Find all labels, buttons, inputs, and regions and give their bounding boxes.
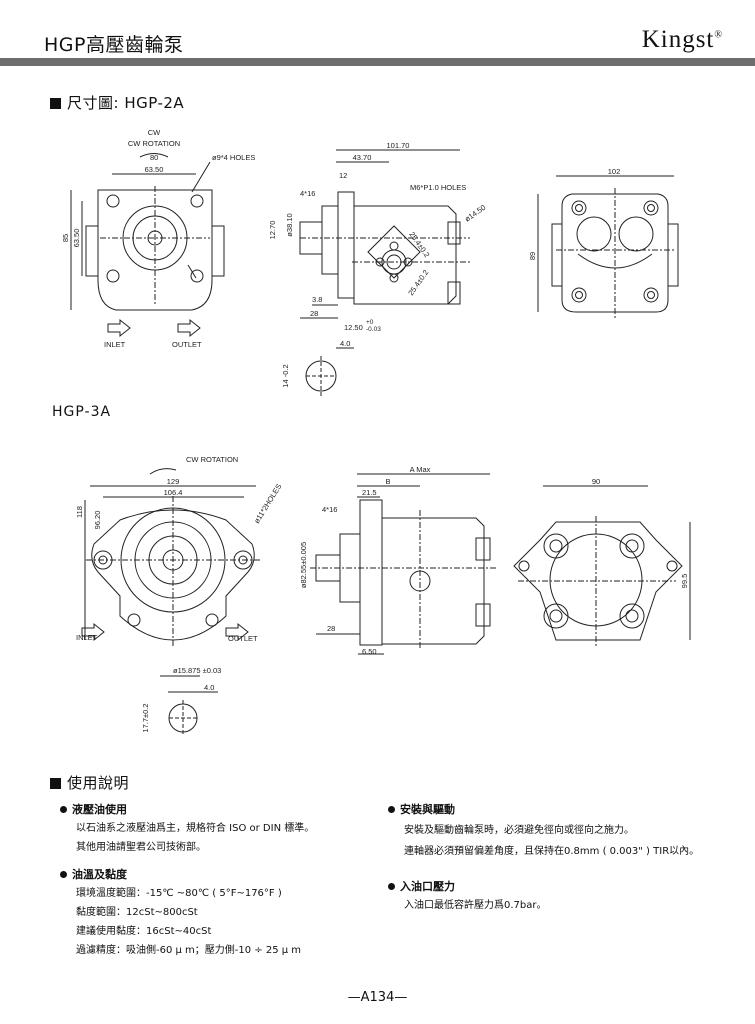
svg-text:M6*P1.0 HOLES: M6*P1.0 HOLES — [410, 183, 466, 192]
header-bar — [0, 58, 755, 66]
svg-text:ø9*4 HOLES: ø9*4 HOLES — [212, 153, 255, 162]
svg-text:17.7±0.2: 17.7±0.2 — [141, 703, 150, 732]
svg-text:129: 129 — [167, 477, 180, 486]
usage-block-installation: 安裝與驅動 安裝及驅動齒輪泵時，必須避免徑向或徑向之施力。 連軸器必須預留偏差角… — [388, 803, 743, 858]
svg-text:28: 28 — [310, 309, 318, 318]
svg-text:63.50: 63.50 — [72, 229, 81, 248]
svg-text:14 -0.2: 14 -0.2 — [281, 364, 290, 387]
svg-text:63.50: 63.50 — [145, 165, 164, 174]
hgp2a-rear-view: 102 89 — [528, 167, 679, 318]
svg-text:3.8: 3.8 — [312, 295, 322, 304]
hgp2a-rotation-label: CW ROTATION — [128, 139, 180, 148]
hgp3a-side-view: A Max B 21.5 4*16 ø82.55±0.005 28 6.50 — [299, 465, 496, 656]
svg-text:25.4±0.2: 25.4±0.2 — [406, 268, 430, 297]
svg-text:INLET: INLET — [104, 340, 126, 349]
usage-block-inlet-pressure: 入油口壓力 入油口最低容許壓力爲0.7bar。 — [388, 880, 743, 912]
svg-text:6.50: 6.50 — [362, 647, 377, 656]
svg-text:+0: +0 — [366, 319, 374, 326]
svg-text:28: 28 — [327, 624, 335, 633]
svg-text:85: 85 — [61, 234, 70, 242]
outlet-arrow-icon — [177, 318, 201, 338]
svg-text:96.20: 96.20 — [93, 511, 102, 530]
svg-text:ø11*2HOLES: ø11*2HOLES — [252, 482, 283, 525]
svg-text:25.4±0.2: 25.4±0.2 — [407, 230, 431, 259]
svg-text:INLET: INLET — [76, 633, 98, 642]
svg-text:4*16: 4*16 — [322, 505, 337, 514]
bullet-icon — [60, 871, 67, 879]
svg-text:99.5: 99.5 — [680, 574, 689, 589]
square-bullet-icon — [50, 98, 61, 109]
svg-text:80: 80 — [150, 153, 158, 162]
svg-text:90: 90 — [592, 477, 600, 486]
svg-text:101.70: 101.70 — [387, 141, 410, 150]
usage-block-temperature: 油溫及黏度 環境溫度範圍：-15℃ ~80℃ ( 5°F~176°F ) 黏度範… — [60, 868, 380, 957]
bullet-icon — [388, 883, 395, 891]
hgp3a-front-view: CW ROTATION 129 106.4 ø11*2HOLES 118 96.… — [75, 455, 283, 736]
svg-text:B: B — [385, 477, 390, 486]
usage-right-column: 安裝與驅動 安裝及驅動齒輪泵時，必須避免徑向或徑向之施力。 連軸器必須預留偏差角… — [388, 803, 743, 912]
svg-text:ø15.875 ±0.03: ø15.875 ±0.03 — [173, 666, 221, 675]
svg-text:4.0: 4.0 — [204, 683, 214, 692]
brand-logo: Kingst® — [641, 26, 723, 53]
svg-text:21.5: 21.5 — [362, 488, 377, 497]
bullet-icon — [60, 806, 67, 813]
page-number: —A134— — [347, 990, 408, 1005]
hgp2a-front-view: CW CW ROTATION 80 63.50 ø9*4 HOLES 85 63… — [61, 128, 255, 349]
hgp3a-rear-view: 90 99.5 — [513, 477, 691, 646]
bullet-icon — [388, 806, 395, 813]
svg-text:OUTLET: OUTLET — [228, 634, 258, 643]
svg-text:-0.03: -0.03 — [366, 326, 381, 333]
usage-block-oil: 液壓油使用 以石油系之液壓油爲主，規格符合 ISO or DIN 標準。 其他用… — [60, 803, 380, 854]
svg-text:4.0: 4.0 — [340, 339, 350, 348]
svg-text:106.4: 106.4 — [164, 488, 183, 497]
svg-text:CW: CW — [148, 128, 161, 137]
svg-text:43.70: 43.70 — [353, 153, 372, 162]
inlet-arrow-icon — [107, 318, 131, 338]
square-bullet-icon — [50, 778, 61, 789]
svg-text:ø82.55±0.005: ø82.55±0.005 — [299, 542, 308, 588]
svg-text:ø14.50: ø14.50 — [463, 203, 487, 224]
section-title-usage: 使用說明 — [50, 772, 129, 793]
svg-text:12.70: 12.70 — [268, 221, 277, 240]
inlet-arrow-icon — [81, 622, 105, 642]
svg-text:ø38.10: ø38.10 — [285, 213, 294, 236]
svg-text:A Max: A Max — [410, 465, 431, 474]
svg-text:89: 89 — [528, 252, 537, 260]
page-title: HGP高壓齒輪泵 — [44, 34, 184, 56]
model-label-hgp3a: HGP-3A — [52, 404, 112, 420]
hgp3a-rotation-label: CW ROTATION — [186, 455, 238, 464]
svg-text:OUTLET: OUTLET — [172, 340, 202, 349]
section-title-dimensions: 尺寸圖: HGP-2A — [50, 92, 184, 113]
svg-text:102: 102 — [608, 167, 621, 176]
usage-left-column: 液壓油使用 以石油系之液壓油爲主，規格符合 ISO or DIN 標準。 其他用… — [60, 803, 380, 957]
hgp2a-side-view: 101.70 43.70 12 4*16 M6*P1.0 HOLES ø14.5… — [268, 141, 487, 396]
outlet-arrow-icon — [225, 622, 249, 642]
svg-text:12: 12 — [339, 171, 347, 180]
svg-text:4*16: 4*16 — [300, 189, 315, 198]
svg-text:118: 118 — [75, 506, 84, 518]
svg-text:12.50: 12.50 — [344, 323, 363, 332]
